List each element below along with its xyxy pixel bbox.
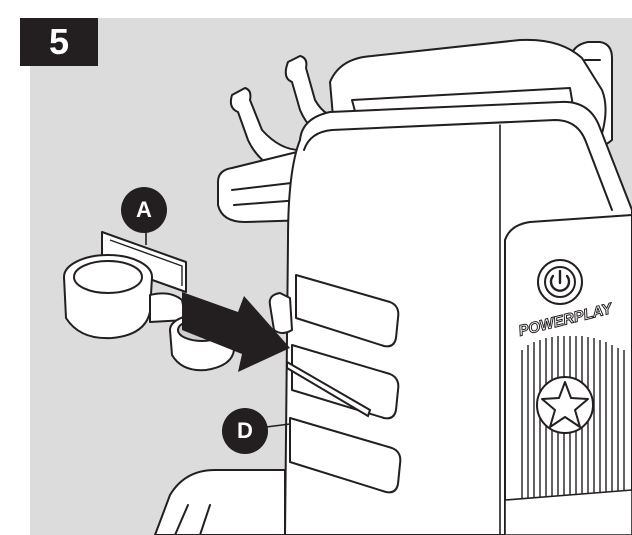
insert-arrow-icon [182, 292, 290, 372]
side-knob [268, 292, 293, 334]
pressure-dial [536, 376, 594, 434]
side-rib-2 [291, 344, 400, 420]
side-rib-3 [289, 417, 402, 494]
callout-a-label: A [136, 197, 152, 222]
step-number: 5 [48, 21, 70, 62]
mounting-rail [286, 360, 372, 418]
bottom-base-front [504, 489, 632, 535]
step-number-badge: 5 [20, 18, 98, 66]
power-icon [549, 269, 571, 292]
callout-d-badge: D [222, 408, 268, 454]
base-footing [154, 469, 286, 535]
callout-d-label: D [237, 418, 253, 443]
callout-a-badge: A [121, 187, 167, 233]
side-rib-1 [295, 274, 400, 348]
